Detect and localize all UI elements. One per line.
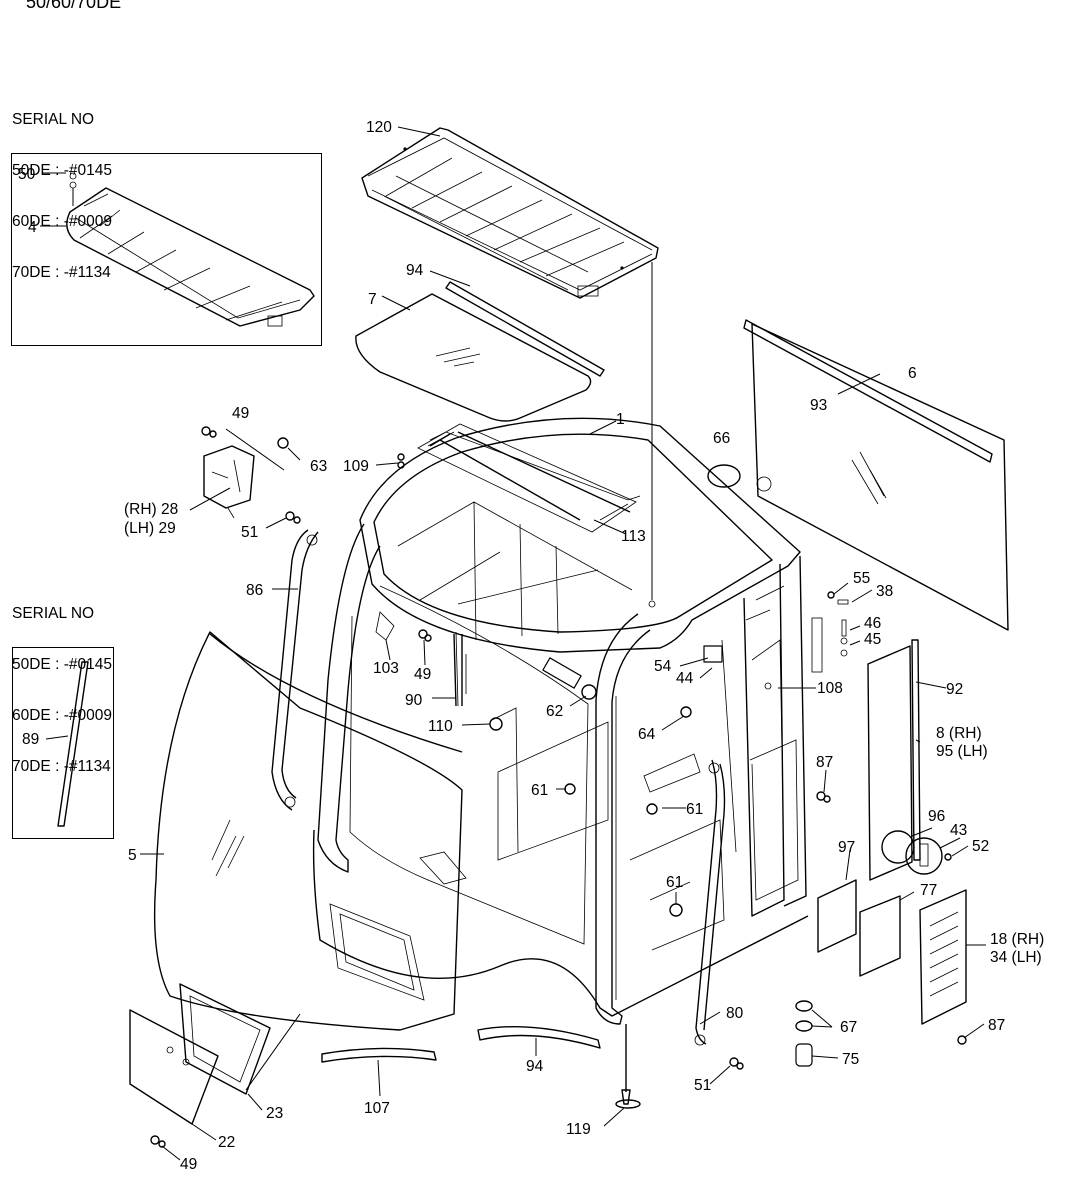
callout-label: 77 [920,882,937,899]
callout-label: 109 [343,458,369,475]
callout-label: 45 [864,631,881,648]
callout-label: 97 [838,839,855,856]
callout-label: 67 [840,1019,857,1036]
callout-label: 52 [972,838,989,855]
inset-box-bottom [12,647,114,839]
callout-label: (LH) 29 [124,520,176,537]
callout-label: 63 [310,458,327,475]
callout-label: 62 [546,703,563,720]
callout-label: 46 [864,615,881,632]
callout-label: 89 [22,731,39,748]
callout-label: 94 [406,262,424,279]
callout-label: 23 [266,1105,283,1122]
callout-label: 49 [232,405,249,422]
callout-label: 119 [566,1121,591,1138]
callout-label: 120 [366,119,392,136]
callout-label: 18 (RH) [990,931,1044,948]
callout-label: 86 [246,582,263,599]
callout-label: 61 [686,801,703,818]
roof-glass-drawing [355,281,605,422]
callout-label: 6 [908,365,917,382]
leader-lines [40,126,986,1161]
callout-label: 93 [810,397,827,414]
serial-title: SERIAL NO [12,605,95,622]
callout-label: 50 [18,166,36,183]
callout-label: 87 [988,1017,1005,1034]
callout-label: 110 [428,718,453,735]
callout-label: 94 [526,1058,544,1075]
callout-label: 49 [180,1156,197,1173]
callout-label: 54 [654,658,672,675]
callout-label: 4 [28,219,37,236]
callout-label: 107 [364,1100,390,1117]
callout-label: 8 (RH) [936,725,982,742]
model-header: 50/60/70DE [26,0,122,12]
callout-label: 90 [405,692,423,709]
callout-label: 87 [816,754,833,771]
callout-label: 61 [666,874,683,891]
serial-line: 70DE : -#1134 [12,264,111,281]
top-guard-drawing [361,127,659,608]
serial-title: SERIAL NO [12,111,95,128]
callout-label: 103 [373,660,399,677]
inset-guard-drawing [66,172,315,327]
callout-label: 92 [946,681,963,698]
callout-label: 44 [676,670,694,687]
callout-label: 22 [218,1134,235,1151]
callout-label: 108 [817,680,843,697]
serial-block-top: SERIAL NO 50DE : -#0145 60DE : -#0009 70… [12,77,112,315]
callout-label: 34 (LH) [990,949,1042,966]
side-glass-drawing [707,319,1009,631]
callout-label: 61 [531,782,548,799]
serial-line: 60DE : -#0009 [12,707,112,724]
callout-label: 51 [694,1077,711,1094]
callout-label: 5 [128,847,137,864]
callout-label: 96 [928,808,945,825]
callout-label: 7 [368,291,377,308]
callout-label: (RH) 28 [124,501,178,518]
serial-line: 70DE : -#1134 [12,758,111,775]
cab-frame-drawing [57,417,967,1148]
callout-label: 66 [713,430,730,447]
callout-label: 75 [842,1051,859,1068]
inset-box-top [11,153,322,346]
callout-label: 64 [638,726,656,743]
callout-label: 49 [414,666,431,683]
callout-label: 95 (LH) [936,743,988,760]
callout-label: 80 [726,1005,744,1022]
callout-label: 1 [616,411,625,428]
callout-label: 38 [876,583,893,600]
callout-label: 55 [853,570,870,587]
callout-label: 43 [950,822,967,839]
callout-labels: 50 4 120 94 7 6 93 1 66 49 63 109 (RH) 2… [18,119,1044,1173]
callout-label: 51 [241,524,258,541]
callout-label: 113 [621,528,646,545]
